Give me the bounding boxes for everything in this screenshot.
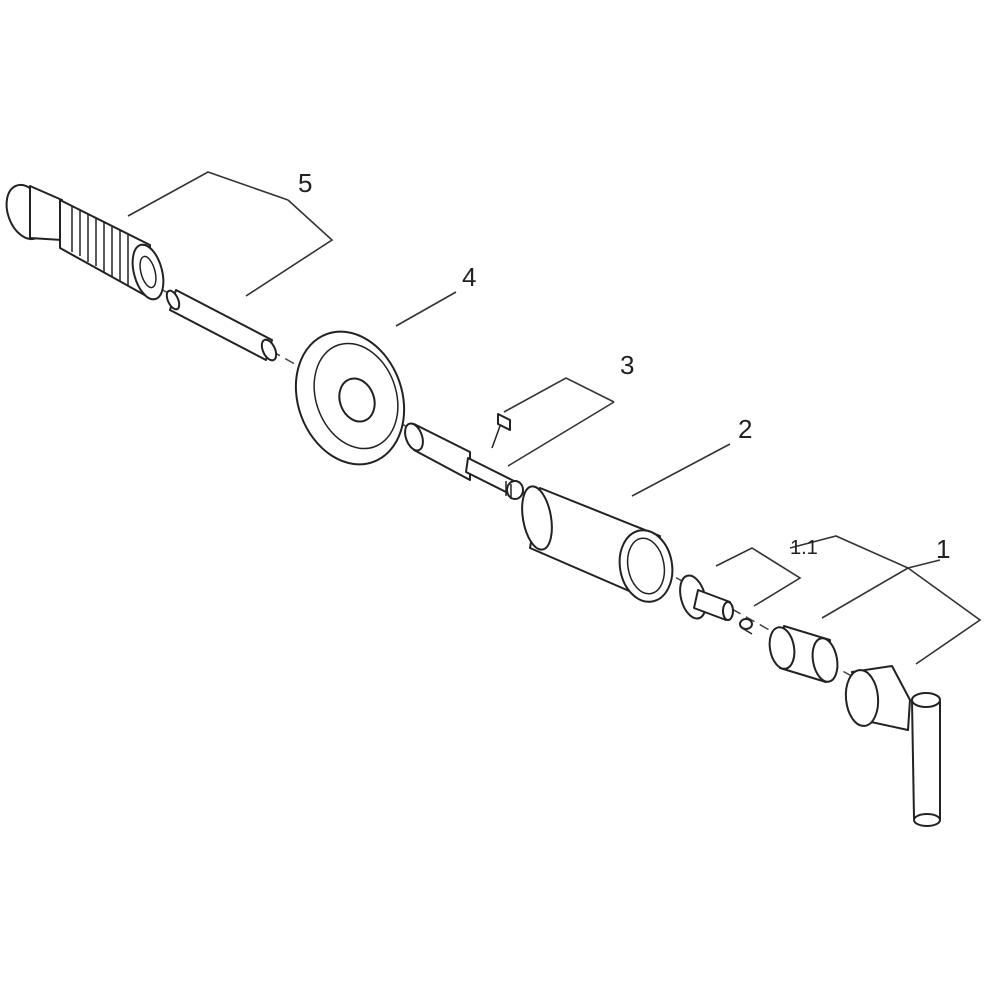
part-5-rod [165, 289, 278, 362]
callout-1-1: 1.1 [790, 537, 818, 559]
leader-lines [127, 171, 982, 665]
callout-4: 4 [462, 262, 476, 292]
callout-1: 1 [936, 534, 950, 564]
part-5-threaded-body [5, 183, 165, 301]
part-2-sleeve [521, 485, 674, 603]
part-1-1-adapter [679, 574, 753, 635]
callout-3: 3 [620, 350, 634, 380]
callout-2: 2 [738, 414, 752, 444]
part-4-rosette [294, 330, 406, 466]
callout-5: 5 [298, 168, 312, 198]
part-3-spindle-extension [404, 413, 524, 500]
part-1-lever-handle [768, 625, 941, 827]
